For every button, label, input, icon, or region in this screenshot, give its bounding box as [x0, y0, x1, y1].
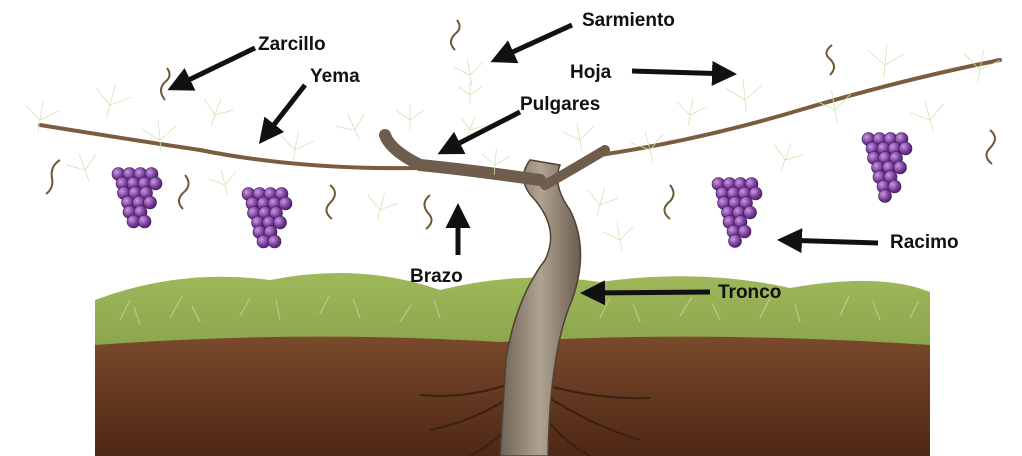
tendril	[179, 175, 189, 209]
label-tronco: Tronco	[718, 282, 781, 303]
label-hoja: Hoja	[570, 62, 612, 83]
leaf-vein	[629, 127, 670, 166]
leaf-vein	[142, 119, 178, 153]
label-brazo: Brazo	[410, 266, 463, 287]
tendril	[326, 185, 335, 219]
arrow-racimo	[782, 240, 878, 243]
tendril	[986, 130, 995, 164]
left-cane	[40, 125, 420, 168]
grape-berry	[144, 196, 157, 209]
grape-berry	[749, 187, 762, 200]
grape-berry	[149, 177, 162, 190]
label-yema: Yema	[310, 66, 360, 87]
leaf-vein	[725, 78, 764, 115]
grape-cluster	[242, 188, 292, 249]
grape-berry	[894, 161, 907, 174]
grape-berry	[899, 142, 912, 155]
leaf-vein	[207, 166, 241, 198]
grape-berry	[888, 180, 901, 193]
leaf-vein	[65, 148, 104, 185]
tendril	[161, 68, 170, 100]
grape-berry	[138, 215, 151, 228]
label-zarcillo: Zarcillo	[258, 34, 326, 55]
grape-berry	[879, 190, 892, 203]
arrow-pulgares	[442, 112, 520, 152]
leaf-vein	[582, 184, 619, 220]
leaf-vein	[909, 97, 950, 136]
leaf-vein	[459, 82, 481, 103]
labels: Zarcillo Yema Sarmiento Hoja Pulgares Br…	[258, 10, 959, 303]
arrow-sarmiento	[495, 25, 572, 60]
leaf-vein	[562, 120, 597, 154]
leaf-vein	[673, 95, 708, 129]
tendril	[46, 160, 60, 194]
tendril	[664, 185, 673, 219]
grape-cluster	[712, 178, 762, 248]
label-racimo: Racimo	[890, 232, 959, 253]
label-sarmiento: Sarmiento	[582, 10, 675, 31]
leaf-vein	[767, 138, 806, 175]
grape-berry	[274, 216, 287, 229]
grape-berry	[738, 225, 751, 238]
grape-cluster	[112, 168, 162, 229]
arrow-zarcillo	[172, 48, 255, 88]
leaf-vein	[334, 108, 374, 147]
grape-berry	[744, 206, 757, 219]
tendril	[451, 20, 460, 50]
leaf-vein	[197, 93, 236, 130]
tendril	[424, 195, 431, 229]
leaf-vein	[362, 189, 399, 225]
arrow-hoja	[632, 71, 732, 74]
tendril	[826, 45, 834, 75]
leaf-vein	[602, 220, 637, 254]
grape-berry	[279, 197, 292, 210]
leaf-vein	[453, 57, 485, 87]
leaf-vein	[396, 104, 424, 130]
label-pulgares: Pulgares	[520, 94, 600, 115]
leaf-vein	[89, 80, 133, 122]
cordon-arms	[40, 60, 1000, 185]
grape-cluster	[862, 133, 912, 203]
arrow-tronco	[585, 292, 710, 293]
pointer-arrows	[172, 25, 878, 293]
grape-berry	[268, 235, 281, 248]
leaf-vein	[866, 43, 905, 80]
grape-berry	[729, 235, 742, 248]
grape-clusters	[112, 133, 912, 249]
tendrils	[46, 20, 995, 229]
leaf-vein	[276, 128, 315, 165]
